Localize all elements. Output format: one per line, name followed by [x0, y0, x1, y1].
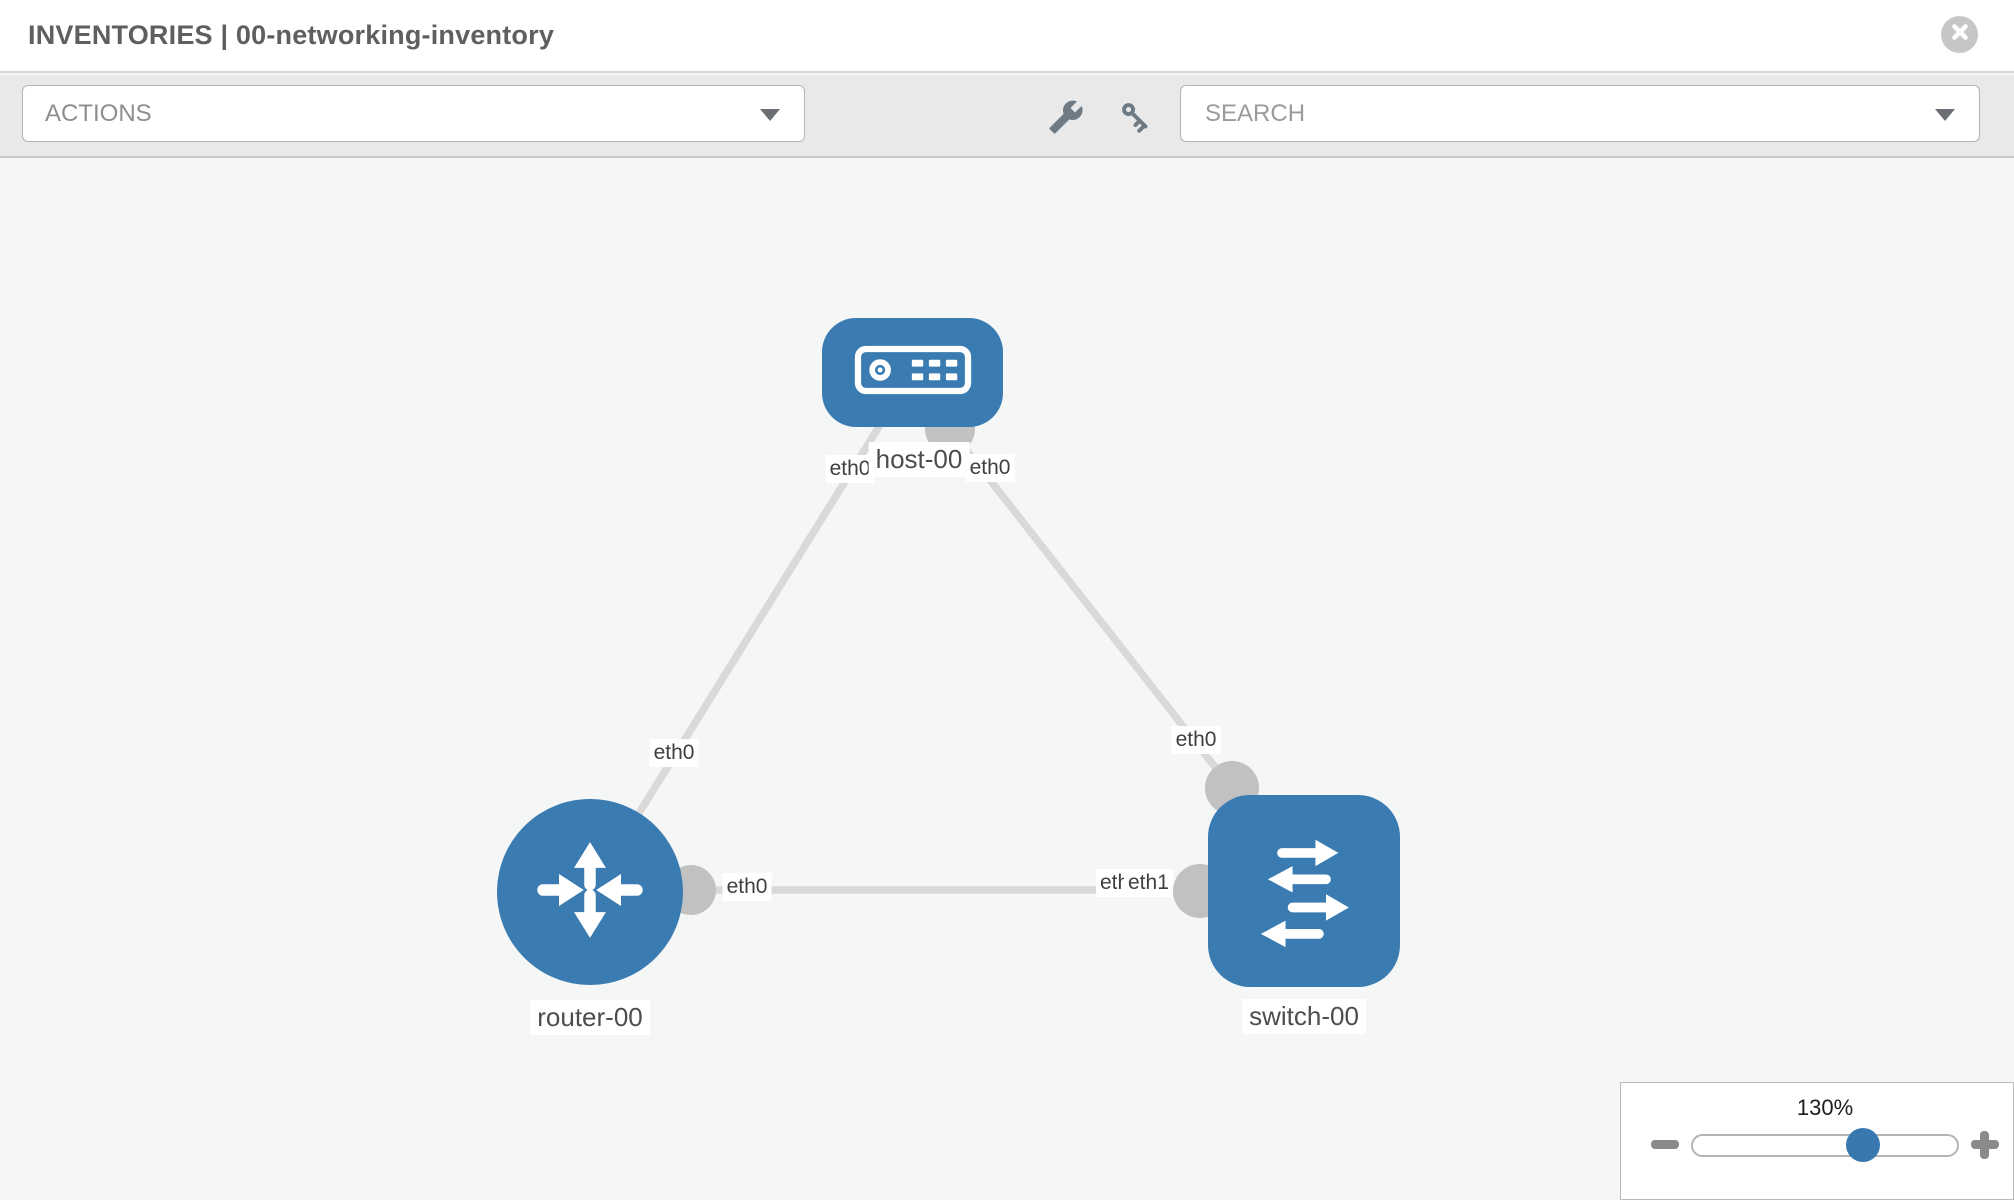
- router-icon: [528, 828, 652, 957]
- zoom-panel: 130%: [1620, 1082, 2014, 1200]
- zoom-slider-track[interactable]: [1691, 1134, 1959, 1157]
- close-icon: [1949, 21, 1971, 48]
- node-label-switch: switch-00: [1242, 999, 1366, 1034]
- page-title: INVENTORIES | 00-networking-inventory: [28, 20, 555, 50]
- iface-label-router-top: eth0: [649, 739, 699, 767]
- iface-label-switch-left-eth1: eth1: [1124, 869, 1173, 897]
- search-input[interactable]: [1181, 86, 1979, 141]
- zoom-level-text: 130%: [1796, 1095, 1854, 1120]
- zoom-slider-thumb[interactable]: [1846, 1128, 1880, 1162]
- iface-label-switch-top: eth0: [1171, 726, 1221, 754]
- zoom-out-button[interactable]: [1651, 1140, 1679, 1149]
- key-icon[interactable]: [1118, 99, 1154, 140]
- close-button[interactable]: [1941, 16, 1978, 53]
- iface-label-host-right: eth0: [965, 454, 1015, 482]
- node-switch-00[interactable]: [1208, 795, 1400, 987]
- iface-label-router-right: eth0: [722, 873, 772, 901]
- caret-down-icon: [1935, 108, 1955, 121]
- zoom-in-button[interactable]: [1970, 1130, 2000, 1160]
- node-label-router: router-00: [530, 1000, 650, 1035]
- wrench-icon[interactable]: [1048, 99, 1084, 140]
- node-host-00[interactable]: [822, 318, 1003, 427]
- host-icon: [854, 345, 972, 400]
- actions-dropdown[interactable]: ACTIONS: [22, 85, 805, 142]
- actions-dropdown-label: ACTIONS: [45, 99, 152, 127]
- header: INVENTORIES | 00-networking-inventory: [0, 0, 2014, 73]
- node-label-host: host-00: [868, 442, 970, 477]
- switch-icon: [1238, 823, 1370, 960]
- iface-label-host-left: eth0: [825, 455, 875, 483]
- node-router-00[interactable]: [497, 799, 683, 985]
- caret-down-icon: [760, 108, 780, 121]
- search-box: [1180, 85, 1980, 142]
- toolbar: ACTIONS: [0, 75, 2014, 158]
